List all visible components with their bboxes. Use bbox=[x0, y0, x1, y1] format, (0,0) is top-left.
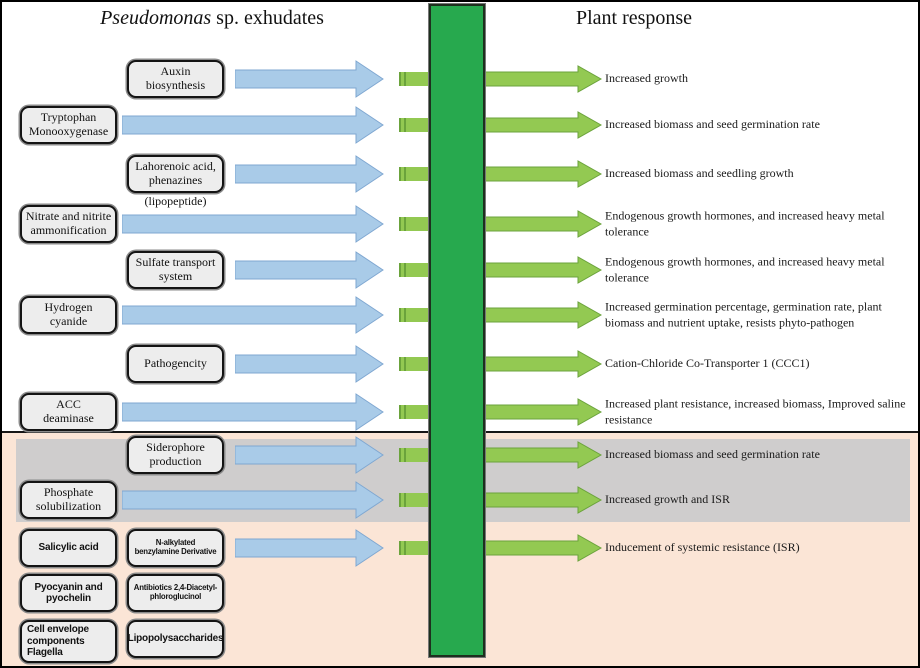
response-text: Increased germination percentage, germin… bbox=[605, 299, 882, 329]
response-text: Increased growth bbox=[605, 71, 688, 86]
response-arrow bbox=[483, 398, 602, 426]
response-arrow-stub bbox=[399, 217, 429, 231]
exudate-box-nitrate-nitrite-ammonification: Nitrate and nitrite ammonification bbox=[20, 205, 117, 243]
exudate-arrow bbox=[122, 481, 384, 519]
exudate-arrow bbox=[235, 436, 384, 474]
exudate-box-sulfate-transport-system: Sulfate transport system bbox=[127, 251, 224, 289]
response-arrow-stub bbox=[399, 72, 429, 86]
response-text: Cation-Chloride Co-Transporter 1 (CCC1) bbox=[605, 356, 810, 371]
exudate-box-lipopolysaccharides: Lipopolysaccharides bbox=[127, 620, 224, 658]
exudate-box-hydrogen-cyanide: Hydrogen cyanide bbox=[20, 296, 117, 334]
response-arrow-stub bbox=[399, 118, 429, 132]
response-arrow-stub bbox=[399, 308, 429, 322]
exudate-box-siderophore-production: Siderophore production bbox=[127, 436, 224, 474]
left-title-rest: sp. exhudates bbox=[211, 7, 324, 29]
response-arrow-stub bbox=[399, 448, 429, 462]
response-arrow bbox=[483, 210, 602, 238]
response-text: Inducement of systemic resistance (ISR) bbox=[605, 540, 800, 555]
response-arrow bbox=[483, 350, 602, 378]
exudate-arrow bbox=[235, 155, 384, 193]
exudate-arrow bbox=[122, 106, 384, 144]
response-arrow-stub bbox=[399, 493, 429, 507]
response-arrow bbox=[483, 534, 602, 562]
exudate-box-pyocyanin-pyochelin: Pyocyanin and pyochelin bbox=[20, 574, 117, 612]
exudate-box-acc-deaminase: ACC deaminase bbox=[20, 393, 117, 431]
exudate-box-cell-envelope-components-flagella: Cell envelope components Flagella bbox=[20, 620, 117, 663]
response-arrow bbox=[483, 256, 602, 284]
response-text: Endogenous growth hormones, and increase… bbox=[605, 208, 885, 238]
response-text: Increased biomass and seedling growth bbox=[605, 166, 794, 181]
response-text: Increased plant resistance, increased bi… bbox=[605, 396, 906, 426]
response-text: Endogenous growth hormones, and increase… bbox=[605, 254, 885, 284]
exudate-arrow bbox=[122, 393, 384, 431]
right-title: Plant response bbox=[575, 7, 693, 29]
exudate-box-n-alkylated-benzylamine-derivative: N-alkylated benzylamine Derivative bbox=[127, 529, 224, 567]
lipopeptide-note: (lipopeptide) bbox=[144, 194, 207, 208]
response-arrow bbox=[483, 160, 602, 188]
exudate-box-tryptophan-monooxygenase: Tryptophan Monooxygenase bbox=[20, 106, 117, 144]
response-arrow-stub bbox=[399, 167, 429, 181]
response-text: Increased growth and ISR bbox=[605, 492, 730, 507]
exudate-arrow bbox=[235, 529, 384, 567]
response-arrow bbox=[483, 441, 602, 469]
response-arrow bbox=[483, 301, 602, 329]
response-text: Increased biomass and seed germination r… bbox=[605, 447, 820, 462]
left-title: Pseudomonas sp. exhudates bbox=[37, 7, 387, 30]
plant-root-bar bbox=[429, 4, 485, 657]
response-arrow bbox=[483, 486, 602, 514]
exudate-box-auxin-biosynthesis: Auxin biosynthesis bbox=[127, 60, 224, 98]
left-title-genus: Pseudomonas bbox=[100, 7, 212, 29]
response-text: Increased biomass and seed germination r… bbox=[605, 117, 820, 132]
exudate-box-phosphate-solubilization: Phosphate solubilization bbox=[20, 481, 117, 519]
exudate-arrow bbox=[235, 60, 384, 98]
response-arrow bbox=[483, 65, 602, 93]
exudate-arrow bbox=[235, 345, 384, 383]
response-arrow bbox=[483, 111, 602, 139]
exudate-box-lahorenoic-acid-phenazines: Lahorenoic acid, phenazines bbox=[127, 155, 224, 193]
response-arrow-stub bbox=[399, 263, 429, 277]
exudate-box-pathogencity: Pathogencity bbox=[127, 345, 224, 383]
exudate-arrow bbox=[235, 251, 384, 289]
exudate-box-antibiotics-24-diacetyl-phloroglucinol: Antibiotics 2,4-Diacetyl- phloroglucinol bbox=[127, 574, 224, 612]
exudate-box-salicylic-acid: Salicylic acid bbox=[20, 529, 117, 567]
response-arrow-stub bbox=[399, 357, 429, 371]
response-arrow-stub bbox=[399, 405, 429, 419]
exudate-arrow bbox=[122, 296, 384, 334]
exudate-arrow bbox=[122, 205, 384, 243]
response-arrow-stub bbox=[399, 541, 429, 555]
